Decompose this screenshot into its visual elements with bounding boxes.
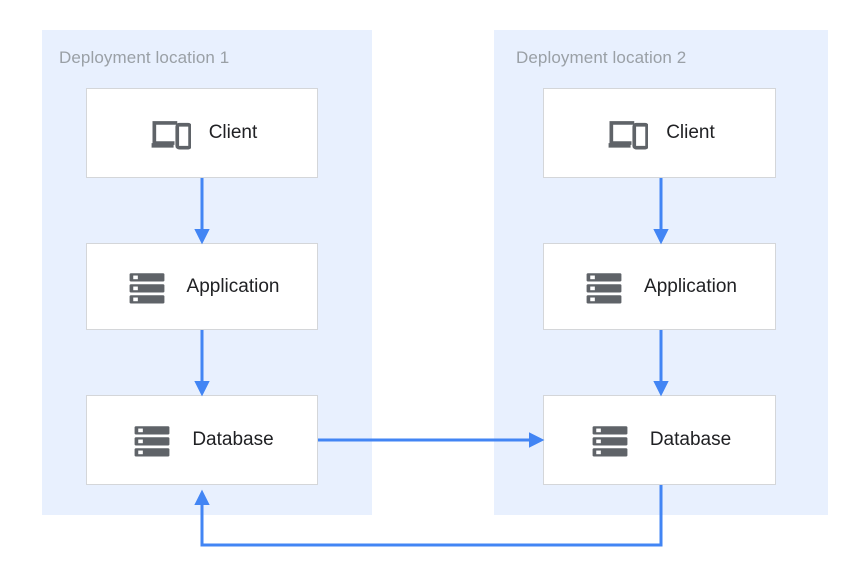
node-database-2[interactable]: Database: [543, 395, 776, 485]
node-application-1[interactable]: Application: [86, 243, 318, 330]
connector-database2-database1: [194, 485, 663, 547]
node-database-2-label: Database: [649, 429, 732, 450]
server-stack-icon: [129, 272, 164, 303]
node-client-2[interactable]: Client: [543, 88, 776, 178]
server-stack-icon: [134, 426, 170, 457]
node-client-1-label: Client: [208, 122, 258, 143]
node-client-2-label: Client: [666, 122, 715, 143]
node-application-2[interactable]: Application: [543, 243, 776, 330]
devices-icon: [151, 121, 191, 150]
deployment-zone-1-label: Deployment location 1: [59, 48, 230, 67]
node-database-1-label: Database: [192, 429, 274, 450]
node-application-1-label: Application: [186, 275, 280, 297]
server-stack-icon: [592, 426, 628, 457]
node-application-2-label: Application: [644, 275, 737, 297]
node-client-1[interactable]: Client: [86, 88, 318, 178]
node-database-1[interactable]: Database: [86, 395, 318, 485]
deployment-zone-2-label: Deployment location 2: [516, 48, 687, 67]
devices-icon: [608, 121, 649, 150]
server-stack-icon: [586, 272, 622, 303]
